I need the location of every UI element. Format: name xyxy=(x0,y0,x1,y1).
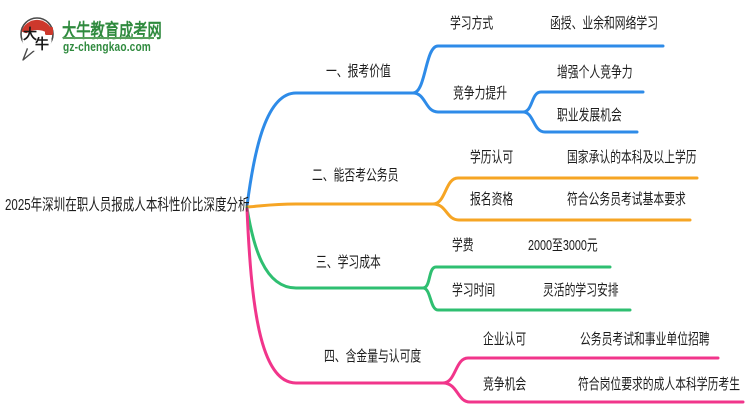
branch-1-leaf-career-development: 职业发展机会 xyxy=(557,107,622,124)
branch-3-child-tuition: 学费 xyxy=(452,237,474,254)
logo-seal xyxy=(45,27,53,35)
logo-red-cap xyxy=(21,19,53,35)
branch-4-lines xyxy=(245,207,745,404)
branch-3-label: 三、学习成本 xyxy=(316,254,381,271)
root-topic: 2025年深圳在职人员报成人本科性价比深度分析 xyxy=(5,197,250,214)
branch-2-value-degree-recognition: 国家承认的本科及以上学历 xyxy=(567,149,697,166)
branch-3-value-study-time: 灵活的学习安排 xyxy=(543,282,619,299)
branch-3-lines xyxy=(245,206,632,312)
branch-3-child-study-time: 学习时间 xyxy=(452,282,496,299)
logo-char-1: 大 xyxy=(23,26,37,42)
branch-2-label: 二、能否考公务员 xyxy=(312,167,399,184)
branch-4-child-competition-opportunity: 竞争机会 xyxy=(483,376,527,393)
branch-1-value-study-method: 函授、业余和网络学习 xyxy=(550,15,659,32)
logo-divider xyxy=(63,37,154,39)
branch-1-label: 一、报考价值 xyxy=(326,63,391,80)
daniu-logo-icon: 大 牛 xyxy=(20,17,54,61)
branch-2-value-registration-eligibility: 符合公务员考试基本要求 xyxy=(567,191,686,208)
site-domain: gz-chengkao.com xyxy=(63,39,151,54)
branch-1-leaf-personal-competitiveness: 增强个人竞争力 xyxy=(557,64,633,81)
branch-2-lines xyxy=(245,176,699,222)
branch-4-value-competition-opportunity: 符合岗位要求的成人本科学历考生 xyxy=(578,376,741,393)
branch-1-child-study-method: 学习方式 xyxy=(450,15,494,32)
site-name: 大牛教育成考网 xyxy=(62,21,162,42)
branch-1-child-competitiveness: 竞争力提升 xyxy=(453,85,508,102)
site-logo: 大 牛 大牛教育成考网 gz-chengkao.com xyxy=(16,12,186,64)
branch-2-child-registration-eligibility: 报名资格 xyxy=(470,191,514,208)
branch-4-child-employer-recognition: 企业认可 xyxy=(483,331,527,348)
branch-1-lines xyxy=(245,44,665,208)
branch-4-value-employer-recognition: 公务员考试和事业单位招聘 xyxy=(580,331,710,348)
branch-4-label: 四、含金量与认可度 xyxy=(324,348,422,365)
branch-3-value-tuition: 2000至3000元 xyxy=(528,237,598,254)
branch-2-child-degree-recognition: 学历认可 xyxy=(470,149,514,166)
logo-char-2: 牛 xyxy=(35,36,49,52)
